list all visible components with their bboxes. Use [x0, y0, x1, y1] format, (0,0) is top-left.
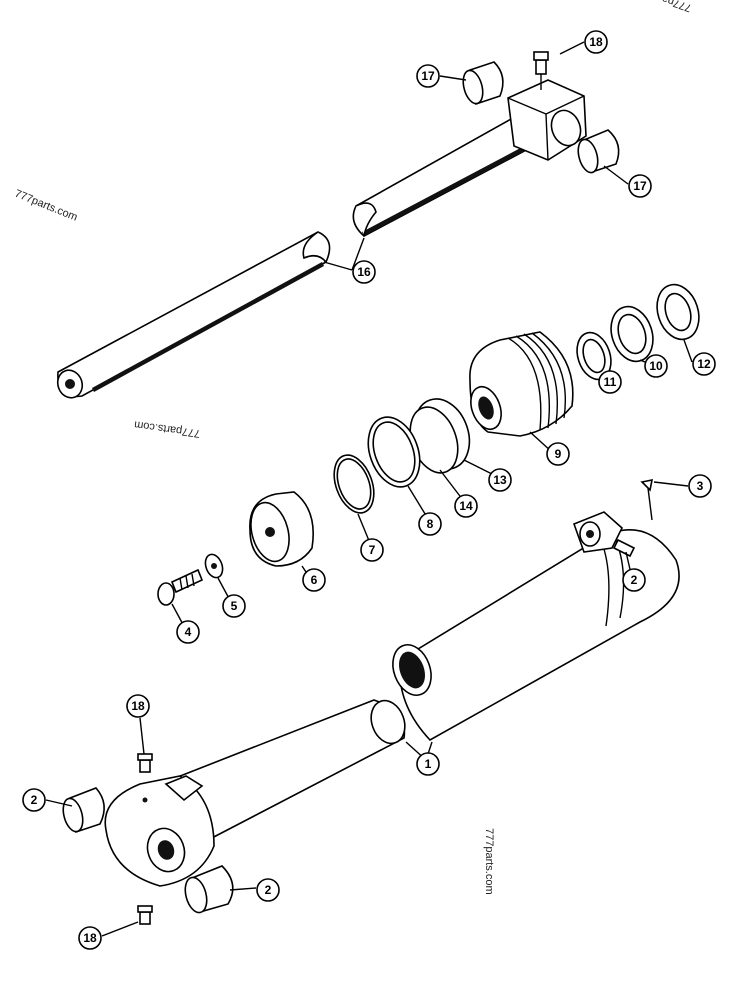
- callout-17-right: 17: [628, 174, 652, 198]
- callout-2-right: 2: [256, 878, 280, 902]
- bushing-rod-right: [577, 129, 620, 174]
- gland: [469, 331, 574, 437]
- piston: [249, 491, 314, 567]
- callout-3: 2: [622, 568, 646, 592]
- relief-fitting: [612, 538, 636, 558]
- bushing-rod-top: [462, 61, 504, 106]
- grease-fitting-base-bottom: [137, 905, 153, 925]
- watermark-bottom-vertical: 777parts.com: [483, 828, 495, 895]
- svg-text:2: 2: [265, 883, 272, 897]
- callout-16: 16: [352, 260, 376, 284]
- svg-text:17: 17: [421, 69, 435, 83]
- callout-17-top: 17: [416, 64, 440, 88]
- svg-text:9: 9: [555, 447, 562, 461]
- svg-text:12: 12: [697, 357, 711, 371]
- callout-7: 6: [302, 568, 326, 592]
- svg-text:6: 6: [311, 573, 318, 587]
- svg-text:18: 18: [83, 931, 97, 945]
- watermark-top-right: 777pa: [659, 0, 693, 14]
- svg-text:8: 8: [427, 517, 434, 531]
- watermark-center-upside-down: 777parts.com: [133, 418, 201, 439]
- svg-text:2: 2: [31, 793, 38, 807]
- svg-text:4: 4: [185, 625, 192, 639]
- svg-text:10: 10: [649, 359, 663, 373]
- grease-fitting-base-top: [137, 753, 153, 773]
- callout-14: 13: [488, 468, 512, 492]
- callout-2-left: 2: [22, 788, 46, 812]
- svg-text:16: 16: [357, 265, 371, 279]
- grease-fitting-rod-end: [533, 51, 549, 90]
- callout-6: 5: [222, 594, 246, 618]
- callout-10: 9: [546, 442, 570, 466]
- callout-1: 1: [416, 752, 440, 776]
- callout-9: 7: [360, 538, 384, 562]
- bushing-base-right: [184, 865, 234, 914]
- callout-8: 8: [418, 512, 442, 536]
- svg-text:18: 18: [131, 699, 145, 713]
- bleed-screw: [640, 478, 654, 521]
- svg-text:1: 1: [425, 757, 432, 771]
- callout-18-base-bottom: 18: [78, 926, 102, 950]
- watermark-left: 777parts.com: [13, 188, 79, 224]
- svg-text:3: 3: [697, 479, 704, 493]
- piston-rod: [56, 79, 587, 399]
- cylinder-tube: [104, 511, 680, 887]
- bolt: [157, 568, 204, 606]
- bushing-base-left: [62, 787, 105, 834]
- callout-18-rod: 18: [584, 30, 608, 54]
- callout-11: 10: [644, 354, 668, 378]
- callout-4: 3: [688, 474, 712, 498]
- svg-text:18: 18: [589, 35, 603, 49]
- svg-text:2: 2: [631, 573, 638, 587]
- seal-rings: [333, 283, 700, 514]
- callout-18-base-top: 18: [126, 694, 150, 718]
- svg-text:7: 7: [369, 543, 376, 557]
- callout-15: 14: [454, 494, 478, 518]
- callout-13: 12: [692, 352, 716, 376]
- svg-text:14: 14: [459, 499, 473, 513]
- callout-12: 11: [598, 370, 622, 394]
- svg-text:17: 17: [633, 179, 647, 193]
- svg-text:13: 13: [493, 473, 507, 487]
- svg-text:5: 5: [231, 599, 238, 613]
- washer: [204, 553, 224, 579]
- callout-5: 4: [176, 620, 200, 644]
- svg-text:11: 11: [604, 375, 617, 389]
